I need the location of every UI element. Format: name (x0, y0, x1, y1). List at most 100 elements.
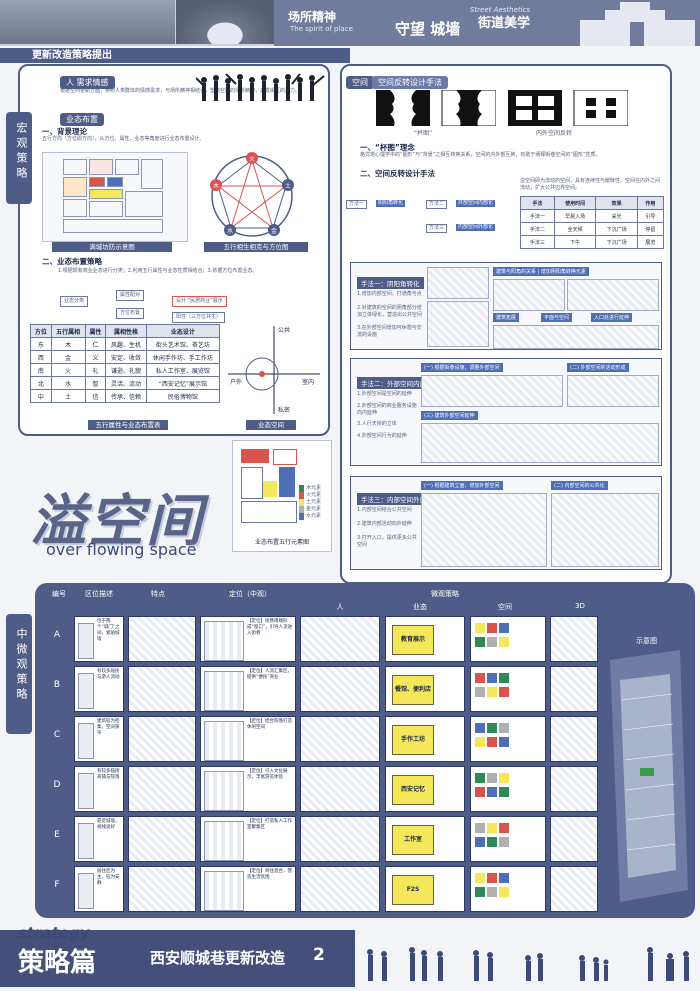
row-cell-space (470, 816, 546, 862)
space-block (475, 873, 485, 883)
map-block (279, 467, 295, 497)
grid-block (141, 159, 163, 189)
legend-item: 土元素 (299, 499, 329, 506)
flow-node: 设计 “民居商业”展示 (172, 296, 227, 307)
map-block (273, 449, 297, 465)
space-block (487, 773, 497, 783)
table-cell: 北 (30, 376, 52, 390)
method1-tag: 建筑拓展 (493, 313, 520, 322)
row-cell-3d (550, 616, 598, 662)
row-cell-feat (128, 716, 196, 762)
row-cell-person (300, 716, 380, 762)
method2-sketch (567, 375, 659, 407)
space-block (499, 623, 509, 633)
space-block (499, 873, 509, 883)
space-block (487, 737, 497, 747)
space-block (499, 673, 509, 683)
row-cell-person (300, 866, 380, 912)
table-cell: 风趣、生机 (105, 337, 147, 351)
micro-side-text: 中微观策略 (15, 628, 28, 703)
method3-sketch (551, 493, 659, 567)
table-cell: 礼 (84, 363, 107, 377)
row-cell-3d (550, 666, 598, 712)
method3-title: 手法三：内部空间外部化 (357, 493, 437, 505)
bottom-band (0, 930, 355, 987)
table-cell: 引导 (636, 209, 665, 223)
table-cell: 全天候 (553, 222, 597, 236)
axis-label: 私密 (278, 406, 290, 414)
method1-sketch (427, 301, 489, 347)
table-cell: 西 (30, 350, 52, 364)
table-cell: 火 (50, 363, 86, 377)
shop-sign: 手作工坊 (392, 725, 434, 755)
space-block (487, 673, 497, 683)
table-cell: 早晨入场 (553, 209, 597, 223)
table-cell: 下沉广场 (595, 222, 638, 236)
layout-text: 1.根据现有商业业态进行分类；2.利用五行属性与业态性质相结合；3.依据方位布置… (58, 268, 258, 274)
method1-tag: 入口处进行延伸 (591, 313, 633, 322)
shop-sign: 教育展示 (392, 625, 434, 655)
method1-title: 手法一：阴阳角转化 (357, 277, 424, 289)
method2-sketch (421, 423, 659, 463)
space-block (475, 723, 485, 733)
layout-title: 二、业态布置策略 (42, 257, 102, 266)
row-cell-locate: 建筑较为密集，空间狭窄 (74, 716, 124, 762)
table-cell: 水 (50, 376, 86, 390)
row-id: E (54, 830, 60, 840)
method3-item: 1.内部空间结合公共空间 (357, 507, 412, 513)
shop-sign: 工作室 (392, 825, 434, 855)
table-cell: 私人工作室、展览馆 (145, 363, 221, 377)
space-block (499, 687, 509, 697)
space-block (475, 773, 485, 783)
method1-item: 2.对建筑的空间的阴角部分增加立体绿化，营造出公共空间 (357, 305, 423, 318)
locate-text: 居住区为主，较为安静 (97, 869, 120, 886)
col-header: 3D (575, 602, 585, 610)
flow-tag: 方法二 (426, 200, 448, 209)
method2-box: 手法二：外部空间内部化 1.外部空间是空间的延伸 2.外部空间的商业服务设施向内… (350, 358, 662, 466)
row-cell-person (300, 766, 380, 812)
row-id: B (53, 680, 61, 690)
row-cell-space (470, 616, 546, 662)
space-block (499, 773, 509, 783)
table-row: 西金义安定、收敛休闲手作坊、手工作坊 (30, 350, 221, 364)
axis-label: 公共 (278, 326, 290, 334)
col-header: 编号 (52, 590, 66, 598)
row-cell-locate: 有较多临街商铺与院落 (74, 766, 124, 812)
space-block (475, 787, 485, 797)
row-cell-sign: F2S (385, 866, 465, 912)
method1-sketch (567, 279, 659, 311)
axis-caption: 业态空间 (246, 420, 296, 430)
row-cell-pos: 【定位】打造私人工作室聚集区 (200, 816, 296, 862)
city-gate-photo (0, 0, 175, 44)
col-header: 业态 (413, 603, 427, 611)
macro-side-text: 宏观策略 (15, 122, 28, 182)
table-header: 属相性格 (105, 324, 147, 338)
space-block (475, 823, 485, 833)
row-cell-sign: 餐馆、便利店 (385, 666, 465, 712)
map-block (241, 501, 297, 523)
grid-block (107, 177, 123, 187)
table-header-row: 手法 使用时间 效果 作用 (520, 196, 665, 210)
row-cell-feat (128, 866, 196, 912)
map-caption: 业态布置五行元素图 (255, 539, 310, 546)
table-header-row: 方位 五行属相 属性 属相性格 业态设计 (30, 324, 221, 338)
space-block (487, 623, 497, 633)
street-aesthetics-subtitle: Street Aesthetics (470, 6, 531, 14)
table-cell: 手法二 (520, 222, 555, 236)
locate-text: 位于两个“城门”之间，紧贴城墙 (97, 619, 120, 642)
position-text: 【定位】结合院落打造休闲空间 (247, 719, 292, 730)
position-sketch (204, 621, 244, 661)
flow-diagram: 业态分类 属性配对 设计 “民居商业”展示 方位布置 阳性（三方位共生） (60, 290, 310, 323)
locate-mini-map (78, 673, 94, 709)
page-number: 2 (313, 945, 325, 965)
table-header: 业态设计 (145, 324, 221, 338)
method-section-text: 溢空间即为流动的空间，具有连续性与暧昧性。空间在内外之间流动，扩大公共边界空间。 (520, 178, 661, 191)
position-text: 【定位】人流汇集区，提供“便民”商业 (247, 669, 292, 680)
method2-item: 2.外部空间的商业服务设施向内延伸 (357, 403, 417, 416)
macro-side-label: 宏观策略 (6, 112, 32, 204)
shop-sign: 西安记忆 (392, 775, 434, 805)
row-cell-person (300, 816, 380, 862)
row-cell-3d (550, 716, 598, 762)
table-row: 中土信传承、信赖民俗博物馆 (30, 389, 221, 403)
grid-caption: 内外空间反转 (536, 130, 573, 137)
